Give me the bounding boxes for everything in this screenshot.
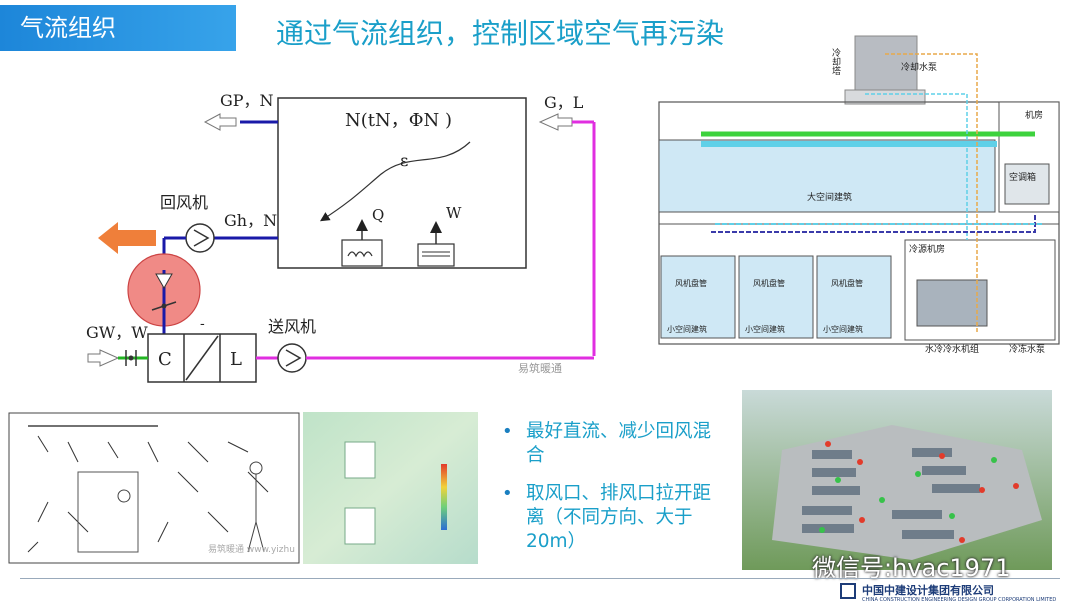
process-line: [319, 141, 471, 222]
room-state-label: N(tN，ΦN ): [345, 110, 452, 131]
bullet-list: •最好直流、减少回风混合 •取风口、排风口拉开距离（不同方向、大于20m）: [500, 420, 725, 568]
chiller-label: 水冷冷水机组: [925, 343, 979, 354]
company-name-en: CHINA CONSTRUCTION ENGINEERING DESIGN GR…: [862, 597, 1057, 603]
cfd-watermark: 易筑暖通 www.yizhu: [208, 543, 295, 555]
company-logo-icon: [840, 583, 856, 599]
room-box: [277, 97, 527, 269]
bullet-dot-icon: •: [502, 483, 513, 504]
cooling-tower-label: 冷却塔: [830, 47, 841, 76]
exhaust-arrow-icon: [203, 113, 237, 131]
exhaust-label: GP，N: [220, 91, 274, 110]
heat-label: Q: [372, 206, 384, 224]
aerial-site-image: [742, 390, 1052, 570]
bullet-item: •最好直流、减少回风混合: [502, 421, 712, 466]
ahu-label: 空调箱: [1009, 171, 1036, 183]
color-legend: [441, 464, 447, 530]
inflow-arrow-icon: [538, 113, 573, 131]
cooling-pump-label: 冷却水泵: [901, 61, 937, 73]
small-space-2: [738, 255, 814, 339]
cfd-simulation-image: [303, 412, 478, 564]
inflow-label: G，L: [544, 93, 584, 112]
down-arrow-icon: [155, 273, 173, 290]
fresh-air-label: GW，W: [86, 323, 148, 342]
wechat-watermark: 微信号:hvac1971: [812, 554, 1011, 582]
supply-fan-label: 送风机: [268, 317, 316, 336]
machine-room-label: 机房: [1025, 109, 1043, 121]
fcu-label-2: 风机盘管: [753, 278, 785, 288]
fcu-label-1: 风机盘管: [675, 278, 707, 288]
exhaust-orange-arrow-icon: [98, 222, 156, 254]
small-space-label-1: 小空间建筑: [667, 324, 707, 334]
section-tab: 气流组织: [0, 5, 236, 51]
footer-divider: [20, 578, 1060, 579]
moisture-source: [417, 243, 455, 267]
cooling-tower: [854, 35, 918, 93]
return-label: Gh，N: [224, 211, 277, 230]
fresh-air-arrow-icon: [87, 349, 120, 367]
epsilon-label: ε: [400, 151, 408, 170]
airflow-schematic: N(tN，ΦN ) ε Q W GP，N G，L Gh，N 回风机 C L - …: [86, 91, 596, 383]
small-space-label-3: 小空间建筑: [823, 324, 863, 334]
bullet-dot-icon: •: [502, 421, 513, 442]
desk-figure: [77, 471, 139, 553]
moisture-label: W: [446, 204, 462, 222]
return-fan-label: 回风机: [160, 193, 208, 212]
big-space: [658, 139, 996, 213]
small-space-1: [660, 255, 736, 339]
ahu-unit: [1004, 163, 1050, 205]
company-name: 中国中建设计集团有限公司: [862, 584, 994, 597]
slide-title: 通过气流组织，控制区域空气再污染: [276, 17, 725, 50]
chiller-room-label: 冷源机房: [909, 243, 945, 255]
small-space-3: [816, 255, 892, 339]
chilled-pump-label: 冷冻水泵: [1009, 343, 1045, 354]
airflow-pattern-sketch: 易筑暖通 www.yizhu: [8, 412, 300, 564]
chiller-unit: [916, 279, 988, 327]
minus-label: -: [200, 316, 205, 332]
unit-c-label: C: [158, 349, 172, 370]
fcu-label-3: 风机盘管: [831, 278, 863, 288]
big-space-label: 大空间建筑: [807, 191, 852, 203]
return-fan-icon: [185, 223, 215, 253]
plant-diagram: 冷却塔 冷却水泵 机房 空调箱 大空间建筑 风机盘管 风机盘管 风机盘管 小空间…: [658, 35, 1060, 354]
bullet-item: •取风口、排风口拉开距离（不同方向、大于20m）: [502, 483, 712, 552]
supply-fan-icon: [277, 343, 307, 373]
small-space-label-2: 小空间建筑: [745, 324, 785, 334]
unit-l-label: L: [230, 349, 242, 370]
watermark: 易筑暖通: [518, 361, 562, 375]
